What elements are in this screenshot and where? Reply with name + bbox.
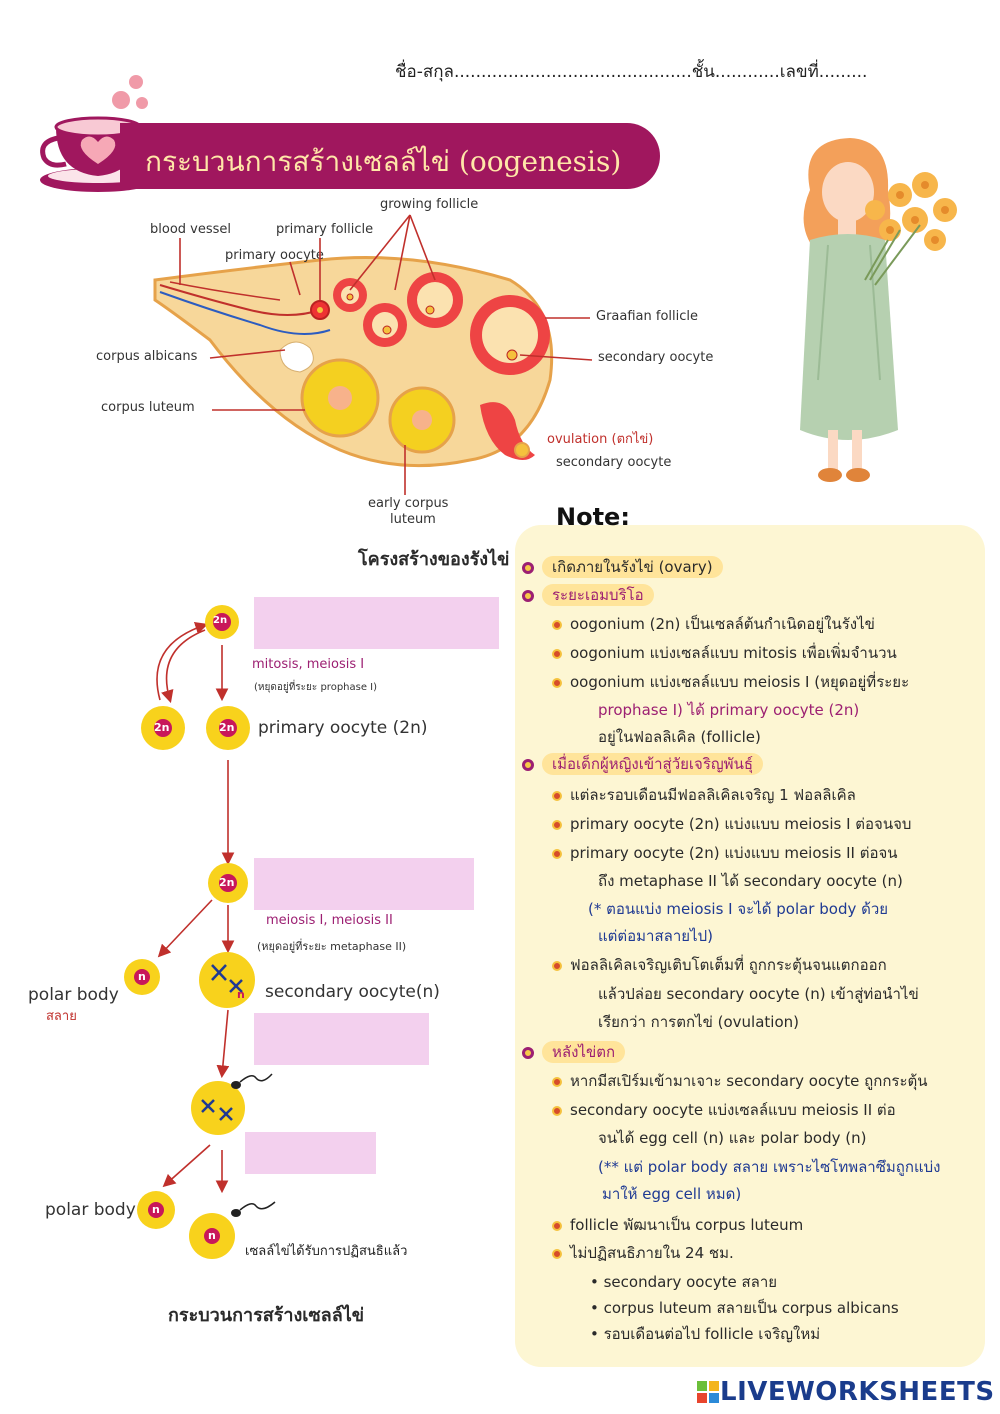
dot-bullet-icon (552, 1220, 562, 1231)
note-line-4: oogonium แบ่งเซลล์แบบ mitosis เพื่อเพิ่ม… (552, 641, 897, 665)
liveworksheets-logo: LIVEWORKSHEETS (720, 1377, 995, 1407)
label-polar-body-2: polar body (45, 1200, 136, 1220)
dot-bullet-icon (552, 1076, 562, 1087)
note-line-12: ถึง metaphase II ได้ secondary oocyte (n… (598, 872, 903, 890)
cell-label-2n-top: 2n (213, 615, 228, 626)
dot-bullet-icon (552, 677, 562, 688)
cell-label-n-polar-2: n (152, 1203, 160, 1216)
cell-label-n-secondary: n (237, 988, 245, 1001)
cell-label-2n-mid: 2n (219, 876, 235, 889)
label-early-corpus-luteum: luteum (390, 512, 436, 527)
note-line-23: มาให้ egg cell หมด) (602, 1185, 742, 1203)
dot-bullet-icon (552, 619, 562, 630)
label-meiosis: meiosis I, meiosis II (266, 913, 393, 928)
cell-label-n-polar-1: n (138, 970, 146, 983)
title-banner (120, 123, 660, 189)
label-secondary-oocyte-2: secondary oocyte (556, 455, 672, 470)
ring-bullet-icon (522, 561, 534, 574)
student-info-line: ชื่อ-สกุล...............................… (395, 62, 868, 82)
ring-bullet-icon (522, 758, 534, 771)
note-line-14: แต่ต่อมาสลายไป) (598, 927, 713, 945)
dot-bullet-icon (552, 848, 562, 859)
label-primary-follicle: primary follicle (276, 222, 374, 237)
dot-bullet-icon (552, 819, 562, 830)
cell-label-n-egg: n (208, 1229, 216, 1242)
oogenesis-flow-diagram (124, 605, 276, 1259)
note-line-10: primary oocyte (2n) แบ่งแบบ meiosis I ต่… (552, 812, 911, 836)
note-line-7: อยู่ในฟอลลิเคิล (follicle) (598, 728, 761, 746)
label-mitosis-meiosis: mitosis, meiosis I (252, 657, 365, 672)
cell-label-2n-right: 2n (219, 721, 235, 734)
note-line-20: secondary oocyte แบ่งเซลล์แบบ meiosis II… (552, 1098, 896, 1122)
label-fertilized-egg: เซลล์ไข่ได้รับการปฏิสนธิแล้ว (245, 1244, 408, 1259)
note-line-8: เมื่อเด็กผู้หญิงเข้าสู่วัยเจริญพันธุ์ (522, 752, 763, 776)
label-corpus-luteum: corpus luteum (101, 400, 195, 415)
dot-bullet-icon (552, 1105, 562, 1116)
note-line-5: oogonium แบ่งเซลล์แบบ meiosis I (หยุดอยู… (552, 670, 909, 694)
label-primary-oocyte: primary oocyte (2n) (258, 718, 428, 738)
note-line-17: เรียกว่า การตกไข่ (ovulation) (598, 1013, 799, 1031)
note-panel (515, 525, 985, 1367)
note-line-21: จนได้ egg cell (n) และ polar body (n) (598, 1129, 867, 1147)
answer-box-2[interactable] (254, 858, 474, 910)
label-secondary-oocyte: secondary oocyte(n) (265, 982, 440, 1002)
dot-bullet-icon (552, 648, 562, 659)
note-line-24: follicle พัฒนาเป็น corpus luteum (552, 1213, 803, 1237)
label-corpus-albicans: corpus albicans (96, 349, 198, 364)
oogenesis-caption: กระบวนการสร้างเซลล์ไข่ (168, 1305, 365, 1326)
dot-bullet-icon (552, 960, 562, 971)
page-title: กระบวนการสร้างเซลล์ไข่ (oogenesis) (145, 145, 622, 178)
note-line-1: เกิดภายในรังไข่ (ovary) (522, 555, 723, 579)
note-line-6: prophase I) ได้ primary oocyte (2n) (598, 701, 860, 719)
note-line-3: oogonium (2n) เป็นเซลล์ต้นกำเนิดอยู่ในรั… (552, 612, 875, 636)
note-line-18: หลังไข่ตก (522, 1040, 626, 1064)
label-stop-metaphase: (หยุดอยู่ที่ระยะ metaphase II) (257, 940, 407, 953)
label-blood-vessel: blood vessel (150, 222, 232, 237)
girl-with-flowers-illustration (800, 138, 957, 482)
label-graafian-follicle: Graafian follicle (596, 309, 699, 324)
dot-bullet-icon (552, 1248, 562, 1259)
label-polar-body-decay: สลาย (46, 1009, 77, 1024)
note-line-25: ไม่ปฏิสนธิภายใน 24 ชม. (552, 1241, 734, 1265)
ovary-structure-diagram (153, 256, 554, 468)
answer-box-1[interactable] (254, 597, 499, 649)
cell-label-2n-left: 2n (154, 721, 170, 734)
label-growing-follicle: growing follicle (380, 197, 479, 212)
label-primary-oocyte: primary oocyte (225, 248, 324, 263)
ring-bullet-icon (522, 1046, 534, 1059)
ovary-caption: โครงสร้างของรังไข่ (358, 549, 510, 570)
note-line-15: ฟอลลิเคิลเจริญเติบโตเต็มที่ ถูกกระตุ้นจน… (552, 953, 887, 977)
answer-box-3[interactable] (254, 1013, 429, 1065)
note-line-16: แล้วปล่อย secondary oocyte (n) เข้าสู่ท่… (598, 985, 919, 1003)
note-line-28: • รอบเดือนต่อไป follicle เจริญใหม่ (590, 1325, 821, 1343)
label-secondary-oocyte-1: secondary oocyte (598, 350, 714, 365)
label-stop-prophase: (หยุดอยู่ที่ระยะ prophase I) (254, 682, 378, 693)
note-line-22: (** แต่ polar body สลาย เพราะไซโทพลาซึมถ… (598, 1158, 941, 1176)
label-ovulation: ovulation (ตกไข่) (547, 432, 654, 447)
ring-bullet-icon (522, 589, 534, 602)
note-line-27: • corpus luteum สลายเป็น corpus albicans (590, 1299, 899, 1317)
label-leader-lines (179, 214, 593, 495)
dot-bullet-icon (552, 790, 562, 801)
label-polar-body-1: polar body (28, 985, 119, 1005)
liveworksheets-logo-icon (697, 1381, 719, 1403)
note-line-11: primary oocyte (2n) แบ่งแบบ meiosis II ต… (552, 841, 898, 865)
label-early-corpus: early corpus (368, 496, 449, 511)
note-line-26: • secondary oocyte สลาย (590, 1273, 778, 1291)
note-line-13: (* ตอนแบ่ง meiosis I จะได้ polar body ด้… (588, 900, 889, 918)
note-line-19: หากมีสเปิร์มเข้ามาเจาะ secondary oocyte … (552, 1069, 928, 1093)
answer-box-4[interactable] (245, 1132, 376, 1174)
note-line-2: ระยะเอมบริโอ (522, 583, 654, 607)
note-title: Note: (556, 503, 630, 531)
note-line-9: แต่ละรอบเดือนมีฟอลลิเคิลเจริญ 1 ฟอลลิเคิ… (552, 783, 856, 807)
